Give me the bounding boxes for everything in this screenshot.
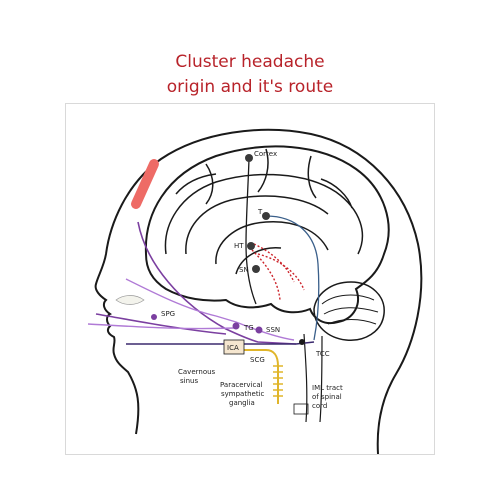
iml-segment (293, 403, 309, 415)
tg-node (232, 322, 240, 330)
label-tg: TG (243, 324, 254, 332)
label-paracervical-1: Paracervical (220, 381, 263, 389)
cerebellum (313, 281, 385, 341)
label-cavernous-sinus-2: sinus (180, 377, 198, 385)
brain-gyri (164, 148, 364, 275)
sympathetic-ganglia-ticks (273, 365, 283, 397)
ssn-node (255, 326, 263, 334)
spg-node (151, 314, 157, 320)
label-iml-2: of spinal (312, 393, 342, 401)
blue-pathway (265, 215, 320, 341)
diagram-title-line-1: Cluster headache (175, 52, 325, 72)
label-sn: SN (239, 266, 249, 274)
cortex-node (245, 154, 253, 162)
t-node (262, 212, 270, 220)
hypothalamic-pathway (251, 243, 305, 301)
label-scg: SCG (250, 356, 265, 364)
label-paracervical-3: ganglia (229, 399, 255, 407)
label-iml-3: cord (312, 402, 327, 410)
label-ica: ICA (227, 344, 239, 352)
label-tcc: TCC (315, 350, 330, 358)
head-anatomy-figure: Cortex T HT SN SPG TG SSN ICA SCG TCC Ca… (65, 103, 435, 455)
eye-shape (115, 295, 145, 305)
trigeminal-pathway (95, 221, 297, 345)
ht-node (247, 242, 255, 250)
sn-node (252, 265, 260, 273)
head-outline (94, 128, 423, 455)
ica-box (223, 339, 245, 355)
head-anatomy-svg: Cortex T HT SN SPG TG SSN ICA SCG TCC Ca… (87, 128, 423, 455)
label-cortex: Cortex (254, 150, 277, 158)
diagram-title-line-2: origin and it's route (166, 77, 334, 97)
label-spg: SPG (161, 310, 175, 318)
parasympathetic-pathway (87, 278, 295, 341)
brain-outline (144, 145, 390, 325)
label-paracervical-2: sympathetic (221, 390, 265, 398)
label-cavernous-sinus-1: Cavernous (178, 368, 216, 376)
label-ssn: SSN (266, 326, 280, 334)
label-t: T (257, 208, 263, 216)
trigeminal-to-tcc (126, 341, 315, 345)
cortex-descending-line (245, 158, 257, 305)
label-iml-1: IML tract (312, 384, 343, 392)
tcc-node (299, 339, 305, 345)
cerebellum-folia (321, 294, 379, 325)
label-ht: HT (234, 242, 244, 250)
pain-region-bar (131, 159, 159, 209)
